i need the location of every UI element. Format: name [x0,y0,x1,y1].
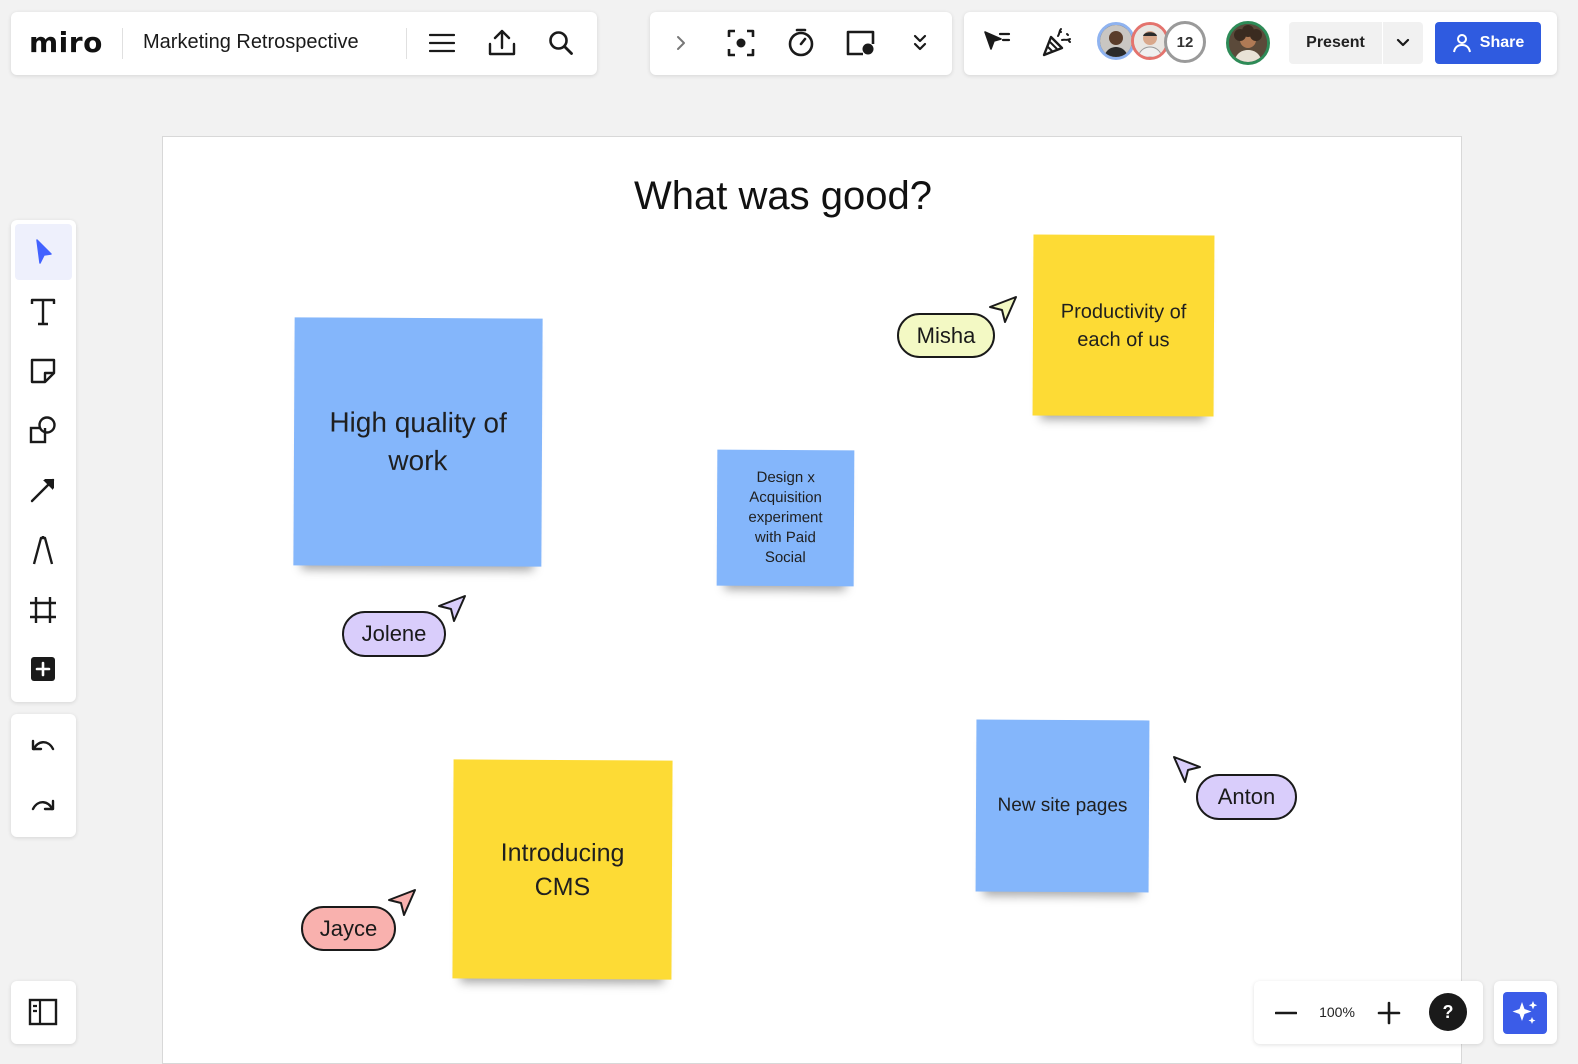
history-toolbar [11,714,76,837]
text-icon[interactable] [23,292,63,332]
focus-icon[interactable] [721,23,761,63]
cursor-flag-icon[interactable] [976,23,1016,63]
shapes-icon[interactable] [23,410,63,450]
menu-icon[interactable] [422,23,462,63]
redo-icon[interactable] [23,786,63,826]
sticky-note[interactable]: New site pages [975,719,1150,893]
present-button[interactable]: Present [1289,22,1382,64]
sticky-note[interactable]: Introducing CMS [452,759,673,980]
sticky-note[interactable]: Design x Acquisition experiment with Pai… [716,449,855,587]
collaboration-toolbar [650,12,952,75]
sticky-note-icon[interactable] [23,351,63,391]
add-icon[interactable] [23,649,63,689]
timer-icon[interactable] [781,23,821,63]
collaborator-cursor-icon [1173,756,1201,783]
zoom-in-icon[interactable] [1369,993,1409,1033]
cursor-label-jayce: Jayce [301,906,396,951]
collapse-chevron-icon[interactable] [661,23,701,63]
line-icon[interactable] [23,470,63,510]
help-button[interactable]: ? [1429,993,1467,1031]
collaborator-count-badge[interactable]: 12 [1164,21,1206,63]
divider [406,28,407,59]
frame-title[interactable]: What was good? [634,174,932,218]
export-icon[interactable] [482,23,522,63]
cursor-label-jolene: Jolene [342,611,446,657]
share-button-label: Share [1479,34,1525,51]
user-icon [1452,34,1471,53]
ai-assistant-panel [1494,981,1557,1044]
creation-toolbar [11,220,76,702]
select-icon[interactable] [15,224,72,280]
sparkle-icon[interactable] [1503,992,1547,1034]
undo-icon[interactable] [23,726,63,766]
collaborator-avatar[interactable] [1097,22,1135,60]
chevron-down-icon[interactable] [1383,22,1423,64]
user-avatar[interactable] [1226,21,1270,65]
zoom-controls: 100% ? [1254,981,1483,1044]
collaborator-avatar[interactable] [1131,22,1169,60]
sticky-note-text: Productivity of each of us [1060,300,1187,351]
card-icon[interactable] [841,23,881,63]
cursor-label-misha: Misha [897,313,995,358]
sticky-note-text: High quality of work [329,406,507,477]
zoom-level[interactable]: 100% [1319,1004,1355,1020]
pen-icon[interactable] [23,530,63,570]
more-tools-icon[interactable] [900,23,940,63]
search-icon[interactable] [541,23,581,63]
celebrate-icon[interactable] [1036,23,1076,63]
board-title[interactable]: Marketing Retrospective [143,31,359,53]
divider [122,28,123,59]
zoom-out-icon[interactable] [1266,993,1306,1033]
sticky-note-text: Introducing CMS [500,838,625,901]
share-button[interactable]: Share [1435,22,1541,64]
miro-logo[interactable]: miro [29,26,103,59]
board-header: miro Marketing Retrospective [11,12,597,75]
collaborator-cursor-icon [989,296,1017,323]
sidebar-toggle-panel [11,981,76,1044]
collaborator-cursor-icon [438,595,466,622]
frame-icon[interactable] [23,590,63,630]
sticky-note[interactable]: Productivity of each of us [1032,234,1215,417]
sticky-note-text: Design x Acquisition experiment with Pai… [748,468,823,567]
cursor-label-anton: Anton [1196,774,1297,820]
sticky-note-text: New site pages [997,794,1128,817]
sticky-note[interactable]: High quality of work [293,317,543,567]
sidebar-icon[interactable] [23,992,63,1032]
collaborator-cursor-icon [388,889,416,916]
